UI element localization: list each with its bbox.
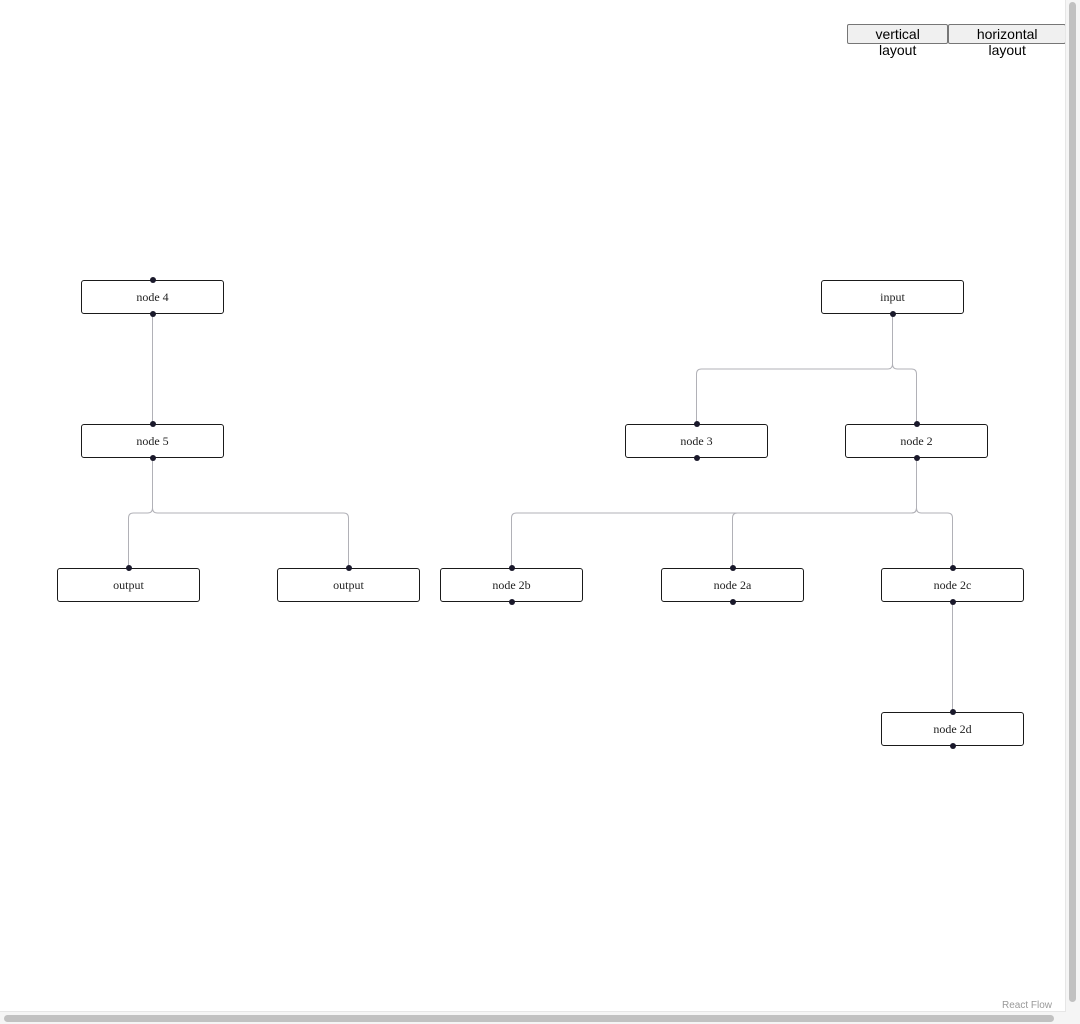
- node-label: input: [880, 289, 905, 304]
- source-handle[interactable]: [949, 599, 956, 605]
- edge-node-5-output-2[interactable]: [152, 458, 349, 568]
- node-4[interactable]: node 4: [81, 277, 224, 317]
- horizontal-layout-button[interactable]: horizontal layout: [948, 24, 1066, 58]
- edge-node-2-node-2c[interactable]: [916, 458, 953, 568]
- source-handle[interactable]: [913, 455, 920, 461]
- source-handle[interactable]: [693, 455, 700, 461]
- source-handle[interactable]: [149, 455, 156, 461]
- source-handle[interactable]: [729, 599, 736, 605]
- horizontal-scrollbar-thumb[interactable]: [4, 1015, 1054, 1022]
- node-label: node 4: [136, 289, 169, 304]
- node-2b[interactable]: node 2b: [440, 565, 583, 605]
- output-node-1[interactable]: output: [57, 565, 200, 602]
- node-2a[interactable]: node 2a: [661, 565, 804, 605]
- node-label: node 2b: [492, 577, 531, 592]
- flow-canvas[interactable]: node 4 node 5 output output input node 3…: [0, 0, 1066, 1012]
- node-5[interactable]: node 5: [81, 421, 224, 461]
- horizontal-scrollbar[interactable]: [0, 1011, 1066, 1024]
- output-node-2[interactable]: output: [277, 565, 420, 602]
- source-handle[interactable]: [889, 311, 896, 317]
- layout-toolbar: vertical layout horizontal layout: [847, 24, 1066, 58]
- source-handle[interactable]: [949, 743, 956, 749]
- source-handle[interactable]: [149, 311, 156, 317]
- node-label: node 3: [680, 433, 713, 448]
- node-label: node 2: [900, 433, 933, 448]
- target-handle[interactable]: [949, 565, 956, 571]
- node-label: node 5: [136, 433, 169, 448]
- source-handle[interactable]: [508, 599, 515, 605]
- edge-input-node-3[interactable]: [696, 314, 893, 424]
- target-handle[interactable]: [949, 709, 956, 715]
- target-handle[interactable]: [693, 421, 700, 427]
- target-handle[interactable]: [508, 565, 515, 571]
- vertical-layout-button[interactable]: vertical layout: [847, 24, 949, 58]
- target-handle[interactable]: [729, 565, 736, 571]
- node-2[interactable]: node 2: [845, 421, 988, 461]
- node-label: node 2d: [933, 721, 972, 736]
- scrollbar-corner: [1066, 1012, 1080, 1024]
- target-handle[interactable]: [149, 421, 156, 427]
- vertical-scrollbar[interactable]: [1065, 0, 1080, 1012]
- node-label: node 2c: [933, 577, 972, 592]
- node-label: node 2a: [713, 577, 752, 592]
- node-3[interactable]: node 3: [625, 421, 768, 461]
- edge-node-2-node-2a[interactable]: [732, 458, 917, 568]
- target-handle[interactable]: [345, 565, 352, 571]
- node-2d[interactable]: node 2d: [881, 709, 1024, 749]
- target-handle[interactable]: [125, 565, 132, 571]
- node-2c[interactable]: node 2c: [881, 565, 1024, 605]
- edge-node-5-output-1[interactable]: [128, 458, 153, 568]
- target-handle[interactable]: [149, 277, 156, 283]
- edges-layer: [128, 314, 953, 712]
- target-handle[interactable]: [913, 421, 920, 427]
- node-label: output: [113, 577, 144, 592]
- vertical-scrollbar-thumb[interactable]: [1069, 2, 1076, 1002]
- attribution-link[interactable]: React Flow: [1001, 1000, 1052, 1011]
- input-node[interactable]: input: [821, 280, 964, 317]
- node-label: output: [333, 577, 364, 592]
- edge-input-node-2[interactable]: [892, 314, 917, 424]
